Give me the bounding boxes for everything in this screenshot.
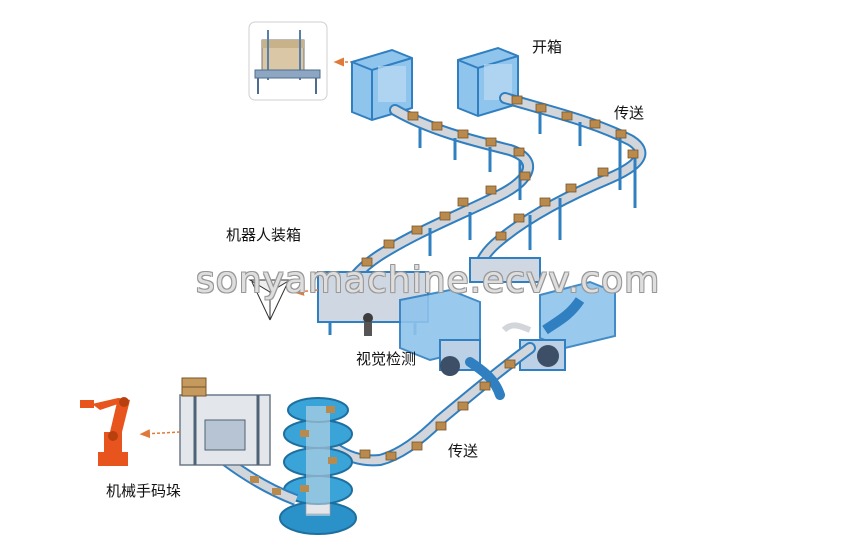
label-robot-packing: 机器人装箱	[226, 226, 302, 244]
arrow-to-robot	[139, 429, 181, 439]
carton-erector-thumbnail	[248, 21, 328, 101]
conveyor-legs	[418, 112, 637, 256]
vision-inspection-machine-left	[399, 288, 481, 376]
label-conveying-bottom: 传送	[448, 442, 479, 460]
vision-inspection-machine-right	[519, 280, 616, 371]
palletizing-robot-icon	[80, 397, 130, 466]
label-vision-inspection: 视觉检测	[356, 350, 417, 368]
upper-boxes	[361, 95, 639, 267]
lower-boxes	[359, 359, 516, 461]
label-conveying-top: 传送	[614, 104, 645, 122]
lower-conveyor	[329, 342, 536, 467]
arrow-to-delta-robot	[293, 286, 319, 296]
unpacking-machine-right	[457, 46, 519, 118]
unpacking-machine-left	[351, 48, 413, 122]
spiral-conveyor	[279, 397, 357, 535]
palletizer-cell	[179, 377, 271, 466]
label-robot-palletizing: 机械手码垛	[106, 482, 182, 500]
delta-robot-icon	[248, 279, 292, 321]
label-unpacking: 开箱	[532, 38, 563, 56]
watermark: sonyamachine.ecvv.com	[196, 260, 661, 301]
mid-conveyor	[542, 297, 585, 335]
